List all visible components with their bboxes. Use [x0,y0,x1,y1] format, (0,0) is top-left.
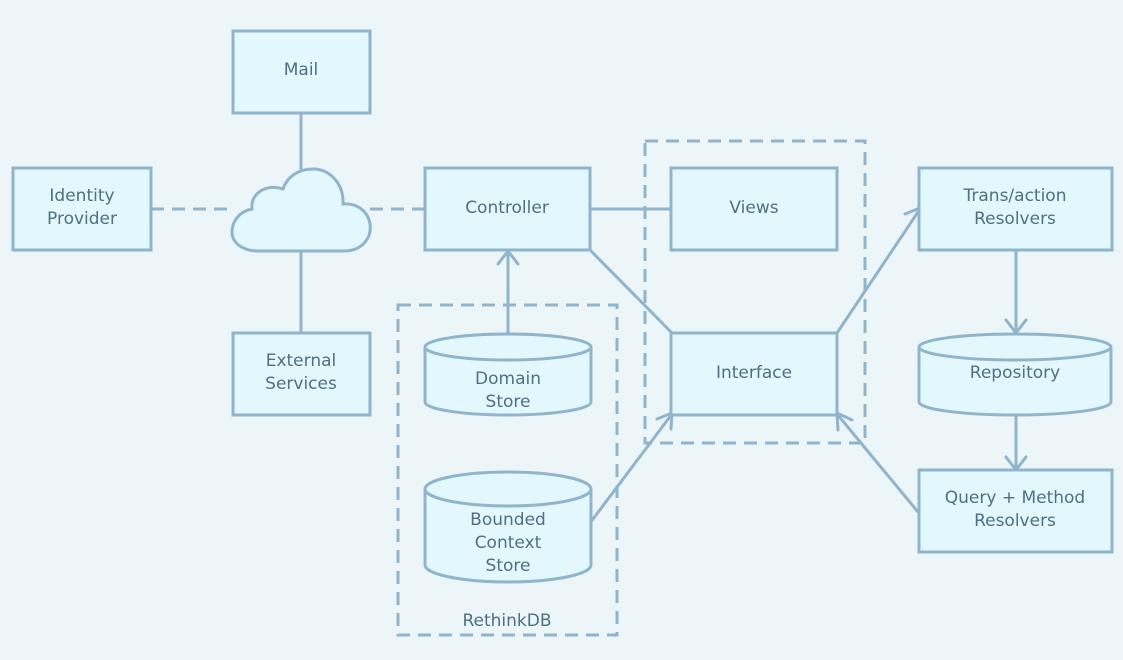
repository-label: Repository [970,363,1060,383]
bounded-context-store-label-line3: Store [486,556,531,576]
external-services-box [231,331,372,417]
arrow-bounded-interface [588,413,674,524]
domain-store-label-line1: Domain [475,369,541,389]
domain-store-cylinder [423,332,593,417]
rethinkdb-group-label: RethinkDB [462,611,551,631]
transaction-resolvers-label-line2: Resolvers [974,209,1056,229]
bounded-context-store-cylinder [423,470,593,584]
controller-box [423,166,592,252]
presentation-group-frame [643,139,867,445]
arrow-query-interface [835,413,920,513]
query-method-resolvers-label-line2: Resolvers [974,511,1056,531]
identity-provider-label-line2: Provider [47,209,117,229]
bounded-context-store-label-line2: Context [475,533,542,553]
repository-cylinder [917,332,1113,417]
mail-label: Mail [284,60,319,80]
external-services-label-line1: External [266,351,337,371]
transaction-resolvers-label-line1: Trans/action [963,186,1067,206]
external-services-label-line2: Services [265,374,337,394]
domain-store-label-line2: Store [486,392,531,412]
arrow-interface-transaction [835,208,922,334]
bounded-context-store-label-line1: Bounded [470,510,546,530]
views-label: Views [729,198,778,218]
interface-label: Interface [716,363,792,383]
query-method-resolvers-label-line1: Query + Method [945,488,1085,508]
identity-provider-box [11,166,153,252]
mail-box [231,29,372,115]
connector-controller-interface [588,248,674,335]
views-box [669,166,839,252]
cloud-icon [230,167,372,253]
interface-box [669,331,839,417]
identity-provider-label-line1: Identity [49,186,114,206]
transaction-resolvers-box [917,166,1114,252]
query-method-resolvers-box [917,468,1114,554]
controller-label: Controller [465,198,549,218]
